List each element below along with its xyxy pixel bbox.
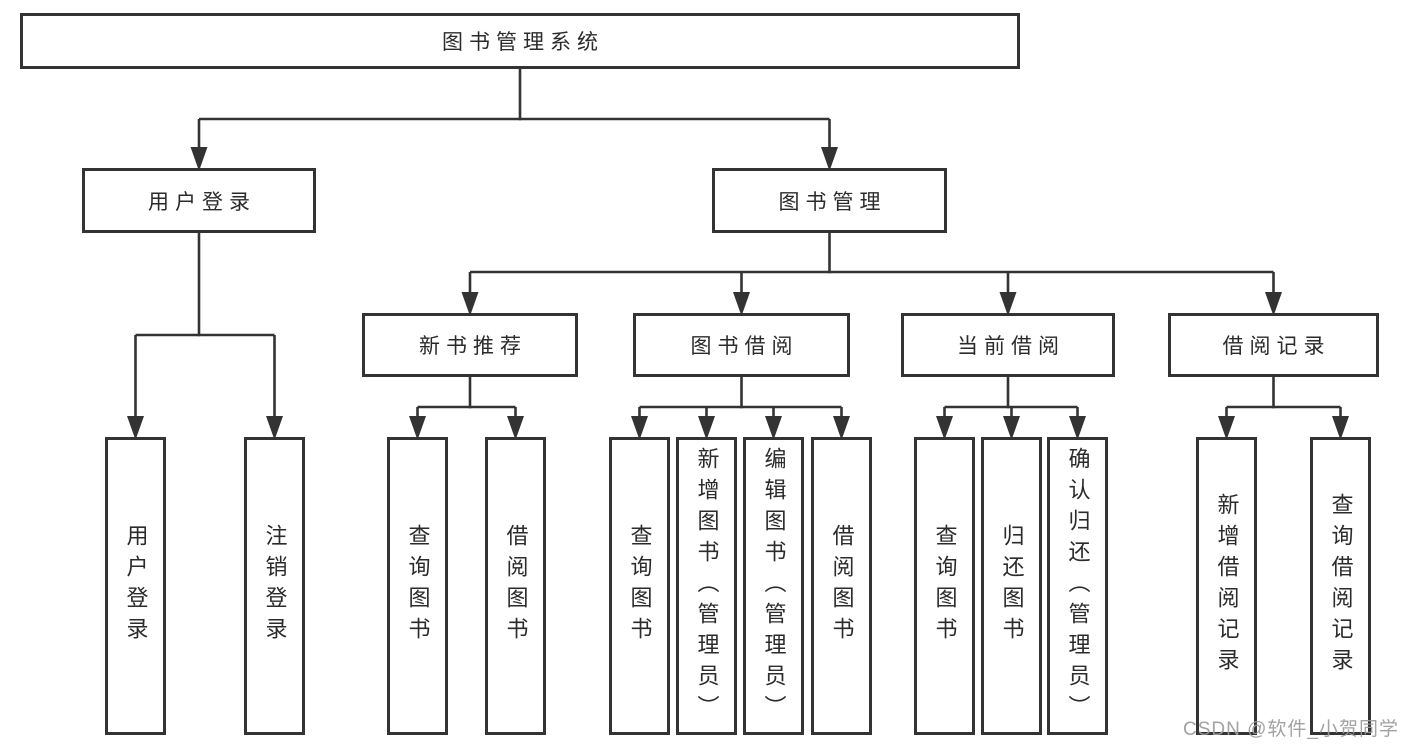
- node-label-user-login: 用户登录: [148, 190, 256, 214]
- arrowhead-icon: [698, 416, 715, 440]
- node-label-root: 图书管理系统: [442, 31, 604, 54]
- node-bb-borrow-book: 借阅图书: [811, 437, 872, 735]
- node-cb-query-book: 查询图书: [914, 437, 975, 735]
- node-label-bb-borrow-book: 借阅图书: [829, 524, 855, 648]
- node-label-book-borrow: 图书借阅: [690, 335, 799, 358]
- node-cb-return-book: 归还图书: [981, 437, 1042, 735]
- arrowhead-icon: [1265, 292, 1282, 316]
- node-label-book-mgmt: 图书管理: [778, 190, 887, 214]
- arrowhead-icon: [936, 416, 953, 440]
- node-label-bb-edit-book: 编辑图书（管理员）: [761, 446, 787, 726]
- arrowhead-icon: [821, 147, 838, 171]
- arrowhead-icon: [1003, 416, 1020, 440]
- arrowhead-icon: [409, 416, 426, 440]
- node-login: 用户登录: [105, 437, 166, 735]
- node-label-br-add-record: 新增借阅记录: [1214, 493, 1240, 679]
- watermark: CSDN @软件_小贺同学: [1183, 719, 1399, 740]
- node-bb-query-book: 查询图书: [609, 437, 670, 735]
- node-borrow-record: 借阅记录: [1168, 313, 1379, 377]
- node-br-query-record: 查询借阅记录: [1310, 437, 1371, 735]
- node-book-borrow: 图书借阅: [633, 313, 850, 377]
- arrowhead-icon: [1069, 416, 1086, 440]
- arrowhead-icon: [266, 416, 283, 440]
- node-label-new-book-rec: 新书推荐: [419, 335, 527, 358]
- node-rec-query-book: 查询图书: [387, 437, 448, 735]
- node-new-book-rec: 新书推荐: [362, 313, 578, 377]
- arrowhead-icon: [631, 416, 648, 440]
- node-label-br-query-record: 查询借阅记录: [1328, 493, 1354, 679]
- node-label-cb-query-book: 查询图书: [932, 524, 958, 648]
- arrowhead-icon: [127, 416, 144, 440]
- node-book-mgmt: 图书管理: [712, 168, 947, 233]
- node-label-cb-confirm-return: 确认归还（管理员）: [1065, 446, 1091, 726]
- node-rec-borrow-book: 借阅图书: [485, 437, 546, 735]
- node-label-login: 用户登录: [123, 524, 149, 648]
- node-label-rec-query-book: 查询图书: [405, 524, 431, 648]
- arrowhead-icon: [999, 292, 1017, 316]
- node-label-logout: 注销登录: [262, 524, 288, 648]
- node-cb-confirm-return: 确认归还（管理员）: [1047, 437, 1108, 735]
- arrowhead-icon: [1332, 416, 1349, 440]
- node-label-rec-borrow-book: 借阅图书: [503, 524, 529, 648]
- node-br-add-record: 新增借阅记录: [1196, 437, 1257, 735]
- node-root: 图书管理系统: [20, 13, 1020, 69]
- node-label-bb-add-book: 新增图书（管理员）: [694, 446, 720, 726]
- node-label-borrow-record: 借阅记录: [1222, 335, 1331, 358]
- node-label-bb-query-book: 查询图书: [627, 524, 653, 648]
- node-logout: 注销登录: [244, 437, 305, 735]
- node-bb-add-book: 新增图书（管理员）: [676, 437, 737, 735]
- arrowhead-icon: [507, 416, 524, 440]
- node-user-login: 用户登录: [82, 168, 316, 233]
- arrowhead-icon: [461, 292, 479, 316]
- arrowhead-icon: [833, 416, 850, 440]
- node-label-current-borrow: 当前借阅: [957, 335, 1065, 358]
- node-label-cb-return-book: 归还图书: [999, 524, 1025, 648]
- arrowhead-icon: [733, 292, 750, 316]
- arrowhead-icon: [765, 416, 782, 440]
- node-bb-edit-book: 编辑图书（管理员）: [743, 437, 804, 735]
- arrowhead-icon: [1218, 416, 1235, 440]
- node-current-borrow: 当前借阅: [901, 313, 1115, 377]
- arrowhead-icon: [190, 147, 208, 171]
